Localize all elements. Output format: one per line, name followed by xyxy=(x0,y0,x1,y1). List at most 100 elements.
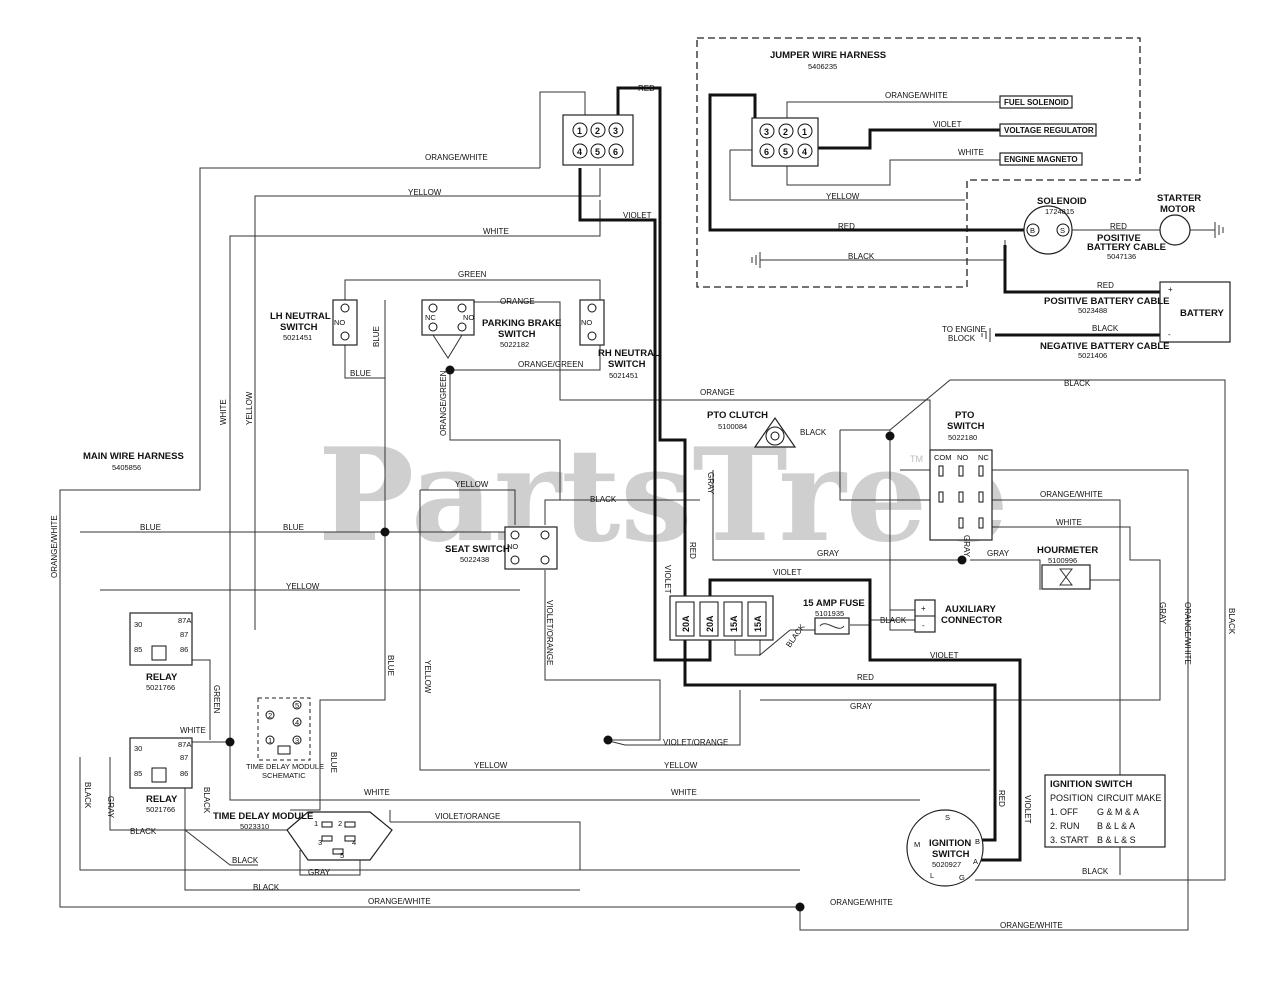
positive-cable-title: POSITIVE BATTERY CABLE xyxy=(1044,296,1169,307)
svg-text:87: 87 xyxy=(180,753,188,762)
svg-text:G: G xyxy=(959,873,965,882)
svg-text:SCHEMATIC: SCHEMATIC xyxy=(262,771,306,780)
engine-magneto-label: ENGINE MAGNETO xyxy=(1004,155,1078,164)
starter-motor: STARTER MOTOR xyxy=(1157,193,1224,246)
svg-text:RED: RED xyxy=(638,84,655,93)
positive-cable-part: 5023488 xyxy=(1078,306,1107,315)
svg-text:WHITE: WHITE xyxy=(219,399,228,425)
svg-text:ORANGE: ORANGE xyxy=(700,388,735,397)
jumper-ground-icon xyxy=(751,252,761,268)
svg-text:VIOLET: VIOLET xyxy=(773,568,802,577)
svg-text:BLUE: BLUE xyxy=(329,752,338,773)
svg-text:3: 3 xyxy=(295,736,299,745)
rh-neutral-switch: NO RH NEUTRAL SWITCH 5021451 xyxy=(579,299,660,380)
main-connector: 1 2 3 4 5 6 xyxy=(562,114,634,166)
svg-text:BLACK: BLACK xyxy=(130,827,157,836)
svg-text:4: 4 xyxy=(295,718,299,727)
svg-text:GRAY: GRAY xyxy=(817,549,840,558)
positive-cable-top-part: 5047136 xyxy=(1107,252,1136,261)
svg-text:5022180: 5022180 xyxy=(948,433,977,442)
time-delay-module: 1 2 3 4 5 TIME DELAY MODULE 5023310 xyxy=(213,811,393,861)
svg-text:WHITE: WHITE xyxy=(1056,518,1082,527)
svg-text:5021766: 5021766 xyxy=(146,683,175,692)
svg-text:ORANGE/GREEN: ORANGE/GREEN xyxy=(439,370,448,436)
svg-text:4: 4 xyxy=(577,147,582,157)
svg-text:COM: COM xyxy=(934,453,952,462)
svg-text:5: 5 xyxy=(595,147,600,157)
svg-text:WHITE: WHITE xyxy=(483,227,509,236)
svg-text:M: M xyxy=(914,840,920,849)
svg-text:HOURMETER: HOURMETER xyxy=(1037,545,1098,556)
svg-text:ORANGE/WHITE: ORANGE/WHITE xyxy=(50,515,59,578)
svg-text:BLACK: BLACK xyxy=(83,782,92,809)
svg-text:87: 87 xyxy=(180,630,188,639)
svg-text:BLACK: BLACK xyxy=(880,616,907,625)
svg-text:A: A xyxy=(973,857,978,866)
svg-text:CONNECTOR: CONNECTOR xyxy=(941,615,1002,626)
svg-text:15A: 15A xyxy=(753,615,763,632)
svg-text:YELLOW: YELLOW xyxy=(664,761,698,770)
svg-text:VIOLET: VIOLET xyxy=(623,211,652,220)
pto-clutch: PTO CLUTCH 5100084 xyxy=(707,410,797,448)
svg-text:5101935: 5101935 xyxy=(815,609,844,618)
svg-text:YELLOW: YELLOW xyxy=(245,391,254,425)
fuse-block: 20A 20A 15A 15A xyxy=(669,595,774,641)
svg-text:SWITCH: SWITCH xyxy=(608,359,646,370)
svg-text:GRAY: GRAY xyxy=(1158,602,1167,625)
svg-text:5021766: 5021766 xyxy=(146,805,175,814)
relay-1: 30 87A 87 85 86 RELAY 5021766 xyxy=(129,612,193,692)
svg-text:GREEN: GREEN xyxy=(458,270,487,279)
svg-text:3. START: 3. START xyxy=(1050,835,1089,845)
svg-text:BLUE: BLUE xyxy=(140,523,161,532)
auxiliary-connector: + - AUXILIARY CONNECTOR xyxy=(914,599,1002,633)
svg-text:SEAT SWITCH: SEAT SWITCH xyxy=(445,544,510,555)
svg-text:BLACK: BLACK xyxy=(202,787,211,814)
jumper-harness-boundary xyxy=(696,37,1141,288)
hourmeter: HOURMETER 5100996 xyxy=(1037,545,1098,590)
svg-text:SWITCH: SWITCH xyxy=(932,849,970,860)
svg-text:87A: 87A xyxy=(178,740,191,749)
svg-text:BLACK: BLACK xyxy=(800,428,827,437)
svg-text:86: 86 xyxy=(180,645,188,654)
svg-text:5: 5 xyxy=(295,701,299,710)
positive-cable-top-title-2: BATTERY CABLE xyxy=(1087,242,1166,253)
ignition-switch: IGNITION SWITCH 5020927 S M B A L G xyxy=(906,809,984,887)
svg-text:NC: NC xyxy=(425,313,436,322)
jumper-harness-title: JUMPER WIRE HARNESS xyxy=(770,50,886,61)
svg-text:NC: NC xyxy=(978,453,989,462)
engine-block-label-2: BLOCK xyxy=(948,334,976,343)
svg-text:IGNITION SWITCH: IGNITION SWITCH xyxy=(1050,779,1132,790)
svg-text:RELAY: RELAY xyxy=(146,794,178,805)
svg-text:PTO CLUTCH: PTO CLUTCH xyxy=(707,410,768,421)
voltage-regulator-label: VOLTAGE REGULATOR xyxy=(1004,126,1094,135)
svg-text:RED: RED xyxy=(997,790,1006,807)
svg-text:MOTOR: MOTOR xyxy=(1160,204,1195,215)
svg-text:BLACK: BLACK xyxy=(253,883,280,892)
negative-cable-title: NEGATIVE BATTERY CABLE xyxy=(1040,341,1170,352)
svg-text:NO: NO xyxy=(463,313,474,322)
svg-text:BLUE: BLUE xyxy=(283,523,304,532)
svg-text:BLUE: BLUE xyxy=(372,326,381,347)
svg-text:20A: 20A xyxy=(705,615,715,632)
svg-text:VIOLET/ORANGE: VIOLET/ORANGE xyxy=(663,738,728,747)
svg-text:ORANGE/WHITE: ORANGE/WHITE xyxy=(885,91,948,100)
svg-text:WHITE: WHITE xyxy=(958,148,984,157)
wire-labels: RED VIOLET ORANGE/WHITE YELLOW WHITE GRE… xyxy=(50,84,1236,930)
time-delay-module-schematic: 2 5 4 1 3 TIME DELAY MODULE SCHEMATIC xyxy=(246,697,324,780)
svg-text:1: 1 xyxy=(314,819,318,828)
svg-text:85: 85 xyxy=(134,769,142,778)
pto-switch: COM NO NC PTO SWITCH 5022180 xyxy=(929,410,993,541)
svg-text:POSITION: POSITION xyxy=(1050,793,1093,803)
fuse-15-amp: 15 AMP FUSE 5101935 xyxy=(803,598,865,635)
svg-text:+: + xyxy=(1168,285,1173,294)
svg-text:S: S xyxy=(945,813,950,822)
svg-text:4: 4 xyxy=(352,838,356,847)
fuel-solenoid-label: FUEL SOLENOID xyxy=(1004,98,1069,107)
svg-text:VIOLET: VIOLET xyxy=(930,651,959,660)
main-harness-title: MAIN WIRE HARNESS xyxy=(83,451,184,462)
svg-text:L: L xyxy=(930,871,934,880)
svg-text:NO: NO xyxy=(507,542,518,551)
svg-text:STARTER: STARTER xyxy=(1157,193,1201,204)
svg-text:NO: NO xyxy=(581,318,592,327)
